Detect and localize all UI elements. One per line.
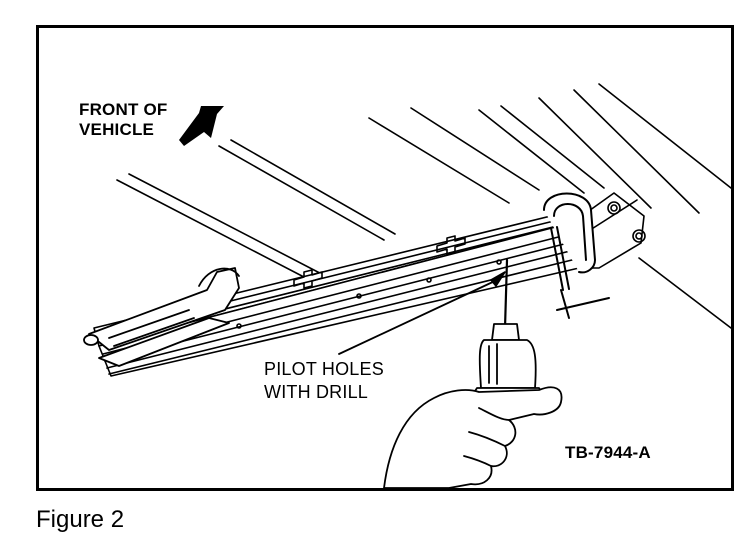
roof-panel-lines xyxy=(116,83,731,329)
locking-pliers xyxy=(83,267,240,367)
hand xyxy=(383,386,563,488)
reference-code: TB-7944-A xyxy=(565,443,651,462)
technical-illustration xyxy=(83,83,731,488)
end-bracket xyxy=(578,192,646,269)
callout-arrowhead xyxy=(490,271,506,287)
direction-label-line-1: FRONT OF xyxy=(79,100,168,119)
c-clamp xyxy=(543,192,610,319)
figure-caption: Figure 2 xyxy=(36,506,125,533)
callout-line-1: PILOT HOLES xyxy=(264,359,384,379)
figure-frame: FRONT OF VEHICLE PILOT HOLES WITH DRILL … xyxy=(36,25,734,491)
pilot-holes-callout: PILOT HOLES WITH DRILL xyxy=(264,358,384,404)
front-of-vehicle-label: FRONT OF VEHICLE xyxy=(79,100,167,140)
front-arrow-icon xyxy=(179,106,224,146)
direction-label-line-2: VEHICLE xyxy=(79,120,155,139)
callout-leader xyxy=(338,279,498,355)
callout-line-2: WITH DRILL xyxy=(264,382,369,402)
drill-bit xyxy=(503,258,509,330)
